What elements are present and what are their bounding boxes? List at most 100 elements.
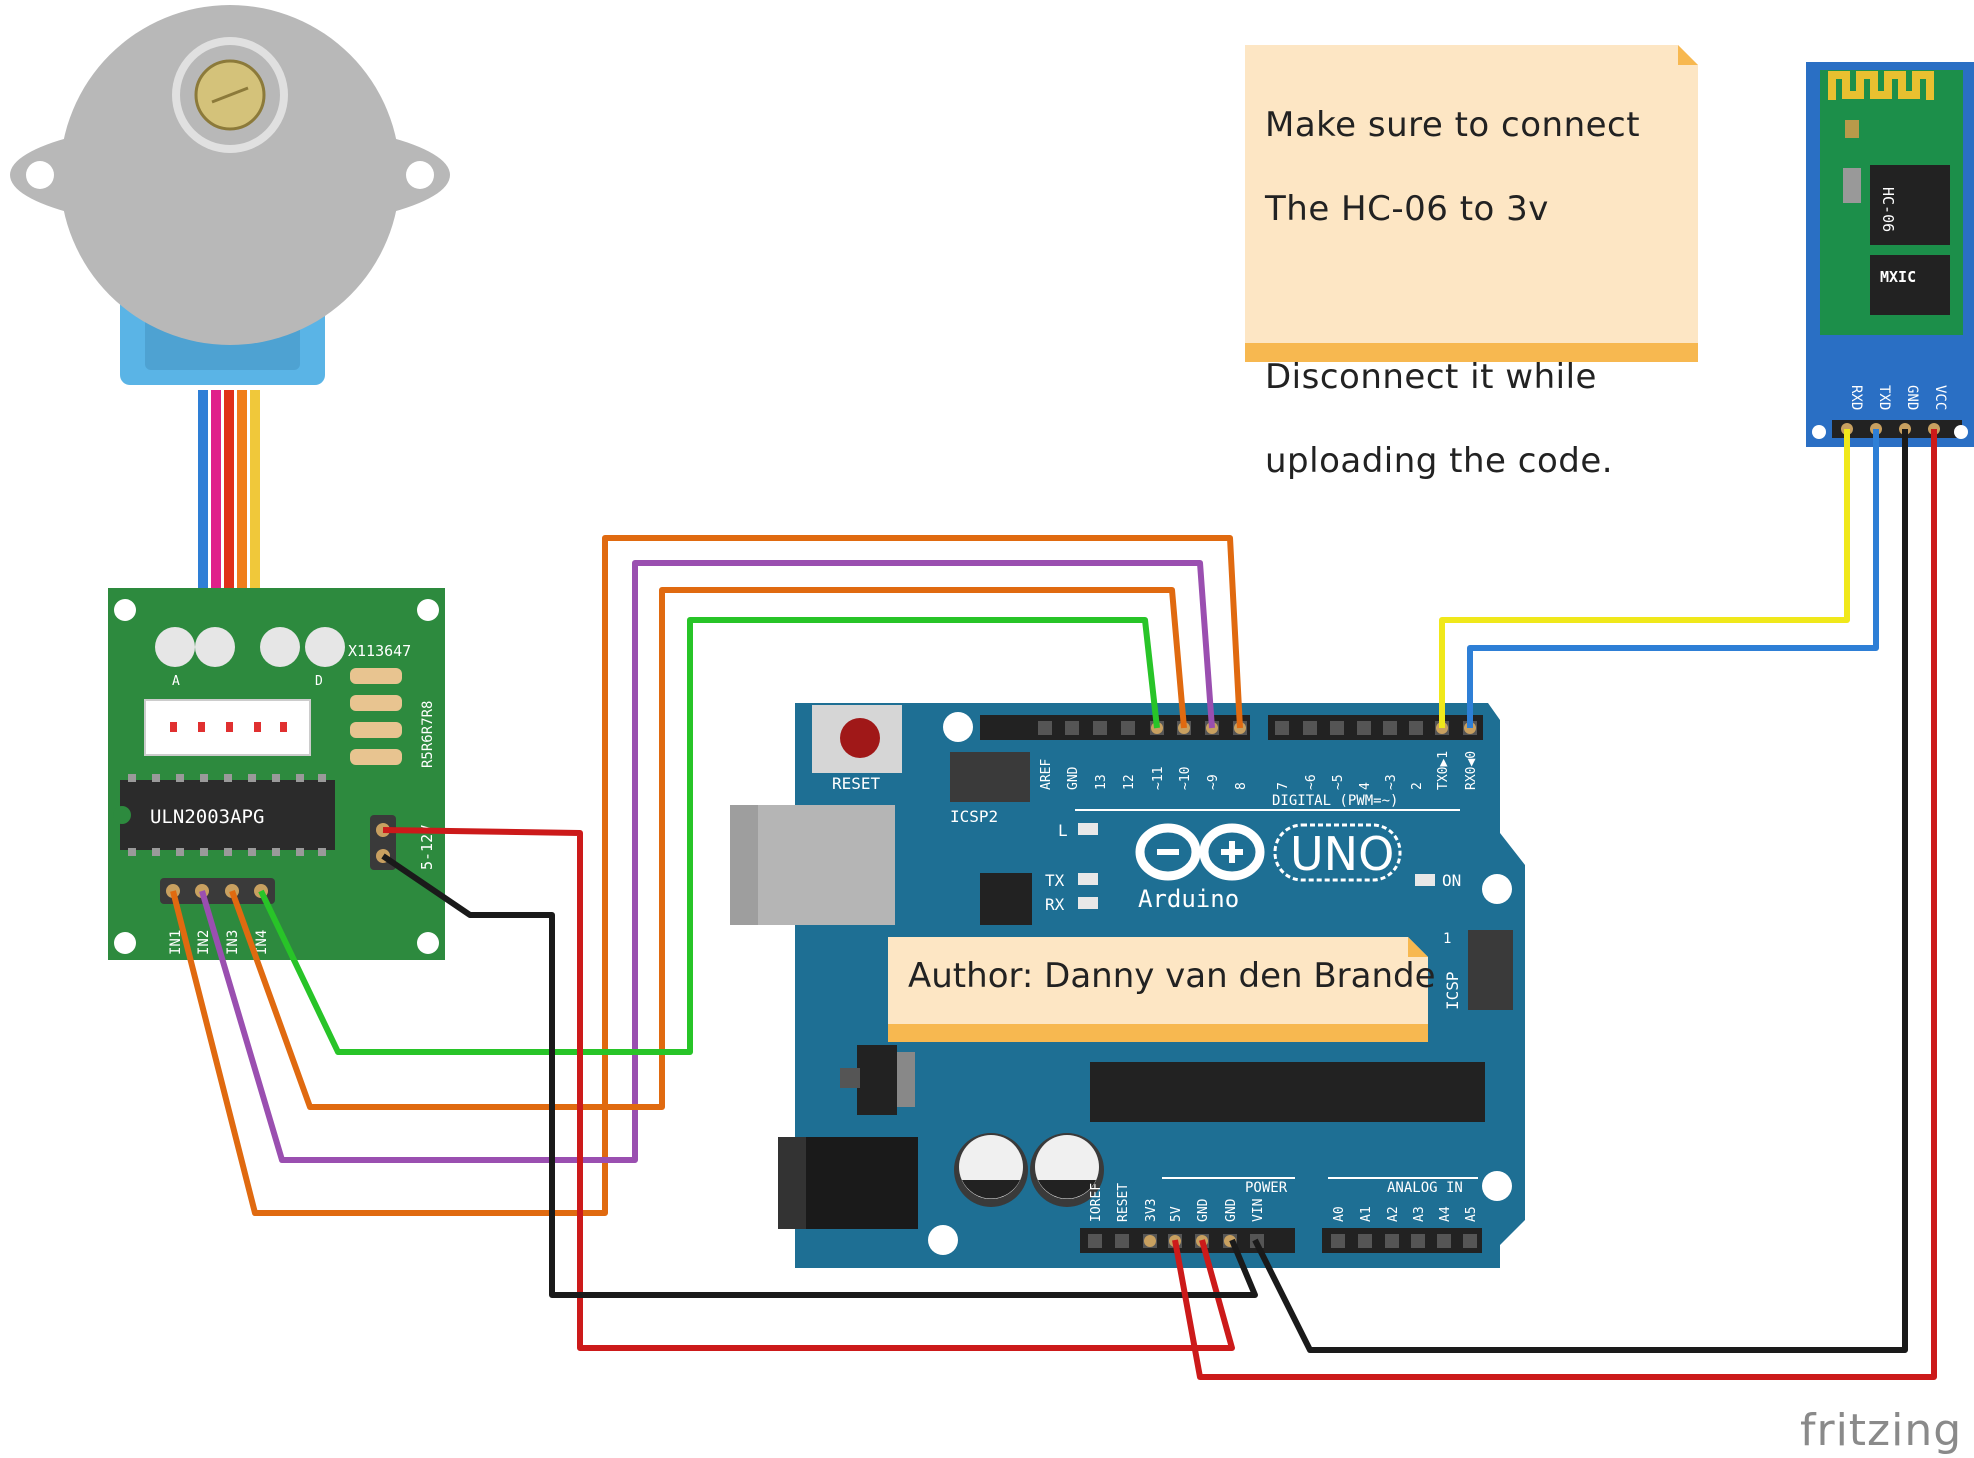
note-spacer: [1265, 272, 1640, 314]
digital-pin: [1409, 721, 1423, 735]
note-line-4: uploading the code.: [1265, 441, 1614, 481]
bt-label-vcc: VCC: [1932, 385, 1948, 410]
driver-part-code: X113647: [348, 642, 411, 660]
bt-mem-chip: [1870, 255, 1950, 315]
analog-pin: [1463, 1234, 1477, 1248]
digital-pin: [1303, 721, 1317, 735]
driver-in-label-4: IN4: [254, 930, 270, 955]
digital-pin-label: ~3: [1384, 774, 1399, 790]
note-hc06-strip: [1245, 343, 1698, 362]
power-pin-label: GND: [1196, 1198, 1211, 1222]
digital-pin-label: 12: [1122, 774, 1137, 790]
digital-pin-label: ~10: [1178, 767, 1193, 790]
driver-socket-pin-5: [280, 722, 287, 732]
driver-led-label-d: D: [315, 674, 323, 689]
note-line-3: Disconnect it while: [1265, 357, 1597, 397]
arduino-icsp2-header: [950, 752, 1030, 802]
arduino-usb-jack-shade: [730, 805, 758, 925]
digital-pin: [1275, 721, 1289, 735]
arduino-led-l-label: L: [1058, 821, 1068, 840]
note-hc06-fold: [1678, 45, 1698, 65]
arduino-capacitor-2-band: [1038, 1180, 1096, 1199]
arduino-regulator: [857, 1045, 897, 1115]
analog-pin-label: A3: [1412, 1206, 1427, 1222]
digital-pin-label: ~11: [1151, 767, 1166, 790]
digital-pin: [1357, 721, 1371, 735]
arduino-brand: Arduino: [1138, 885, 1239, 913]
wire-in4-green: [258, 617, 1160, 1055]
note-line-2: The HC-06 to 3v: [1265, 189, 1549, 229]
wire-bt-vcc-red: [1172, 429, 1937, 1380]
power-pin-label: RESET: [1116, 1183, 1131, 1222]
analog-pin: [1331, 1234, 1345, 1248]
analog-pin-squares: [1331, 1234, 1477, 1248]
power-pin-label: VIN: [1251, 1199, 1266, 1222]
arduino-icsp-pin1-label: 1: [1443, 931, 1451, 947]
power-pin-label: 3V3: [1144, 1199, 1159, 1222]
analog-pin-label: A5: [1464, 1206, 1479, 1222]
driver-led-b: [195, 627, 235, 667]
bt-label-rxd: RXD: [1848, 385, 1864, 410]
stepper-motor: [10, 5, 450, 385]
driver-resistor-1: [350, 668, 402, 684]
arduino-logo-icon: [1135, 823, 1265, 881]
digital-pin-label: 8: [1234, 782, 1249, 790]
arduino-icsp-label: ICSP: [1443, 971, 1462, 1010]
bt-antenna-icon: [1828, 71, 1934, 100]
arduino-regulator-leg1: [840, 1068, 860, 1088]
arduino-led-tx: [1078, 873, 1098, 885]
arduino-digital-header-right: [1268, 715, 1483, 740]
wires: [170, 429, 1937, 1380]
arduino-icsp2-label: ICSP2: [950, 807, 998, 826]
bt-pin-header: [1832, 420, 1962, 438]
bt-chip-label: HC-06: [1879, 187, 1897, 232]
digital-pin-label: 7: [1276, 782, 1291, 790]
arduino-analog-header: [1322, 1228, 1482, 1253]
analog-pin-label: A0: [1332, 1206, 1347, 1222]
driver-led-label-a: A: [172, 674, 180, 689]
note-author-fold: [1408, 937, 1428, 957]
analog-pin-label: A2: [1386, 1206, 1401, 1222]
arduino-regulator-legs: [897, 1052, 915, 1107]
arduino-analog-label: ANALOG IN: [1387, 1180, 1463, 1196]
driver-mount-hole-bl: [114, 932, 136, 954]
wire-bt-txd-blue: [1467, 429, 1879, 728]
note-line-1: Make sure to connect: [1265, 105, 1641, 145]
note-hc06: [1245, 45, 1698, 362]
digital-pin: [1330, 721, 1344, 735]
arduino-mount-hole-4: [928, 1225, 958, 1255]
digital-pin-label: 4: [1358, 782, 1373, 790]
driver-resistor-labels: R5R6R7R8: [420, 701, 436, 768]
analog-pin: [1411, 1234, 1425, 1248]
driver-resistor-2: [350, 695, 402, 711]
driver-in-header: [160, 878, 275, 904]
arduino-led-rx: [1078, 897, 1098, 909]
arduino-capacitor-1-band: [962, 1180, 1020, 1199]
analog-pin-label: A1: [1359, 1206, 1374, 1222]
digital-pin: [1038, 721, 1052, 735]
arduino-main-chip: [1090, 1062, 1485, 1122]
arduino-reset-button[interactable]: [840, 718, 880, 758]
power-pin-label: GND: [1224, 1198, 1239, 1222]
driver-mount-hole-tr: [417, 599, 439, 621]
digital-pin-label: ~5: [1331, 774, 1346, 790]
driver-socket-pin-3: [226, 722, 233, 732]
arduino-led-l: [1078, 823, 1098, 835]
arduino-digital-label: DIGITAL (PWM=~): [1272, 793, 1398, 809]
driver-led-a: [155, 627, 195, 667]
arduino-mount-hole-3: [1482, 1171, 1512, 1201]
arduino-usb-chip: [980, 873, 1032, 925]
driver-chip-pins-top: [128, 774, 326, 856]
note-hc06-paper: [1245, 45, 1698, 362]
driver-socket-pin-1: [170, 722, 177, 732]
digital-pin-label: GND: [1066, 766, 1081, 790]
bt-crystal: [1843, 168, 1861, 203]
digital-pin-label: AREF: [1039, 759, 1054, 790]
driver-power-label: 5-12V: [418, 825, 436, 870]
note-author-paper: [888, 937, 1428, 1042]
bt-chip: [1870, 165, 1950, 245]
fritzing-watermark: fritzing: [1800, 1405, 1963, 1456]
driver-board: A D X113647 R5R6R7R8: [108, 588, 445, 960]
